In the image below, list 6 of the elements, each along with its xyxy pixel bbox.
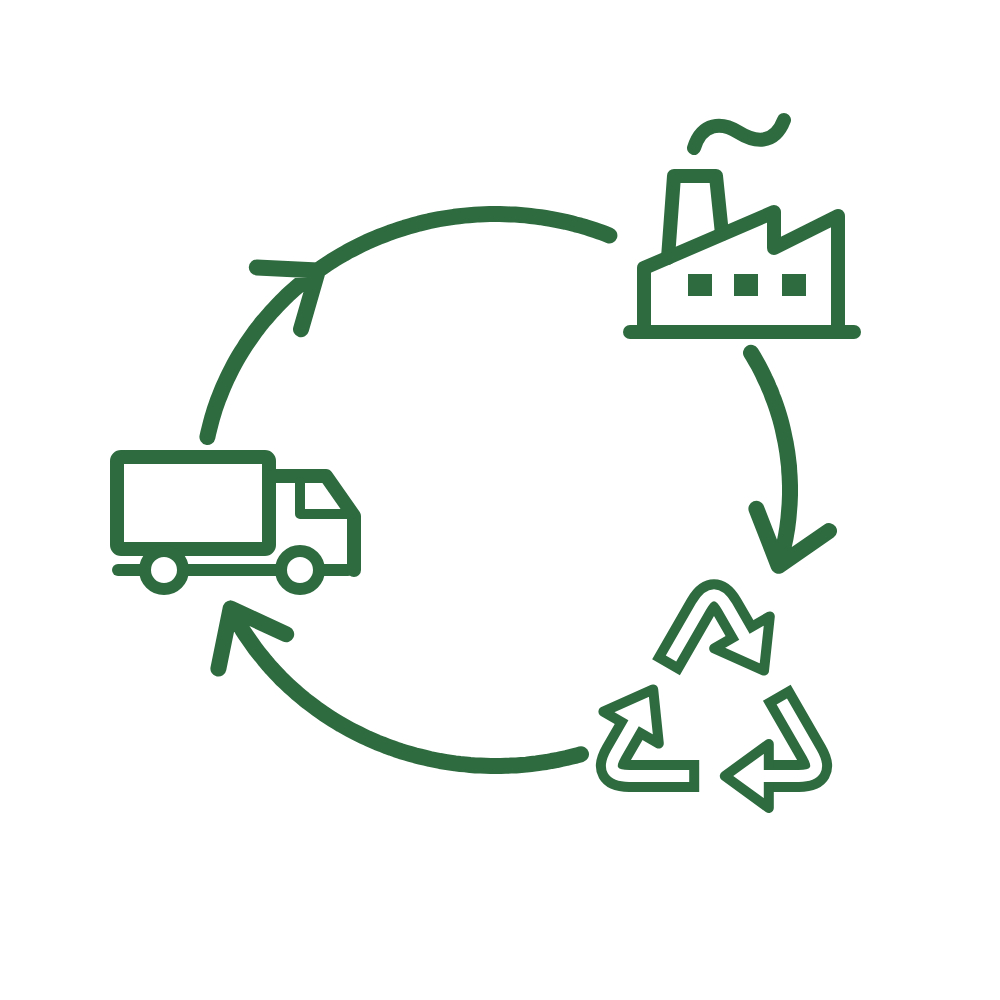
curved-arrow	[743, 344, 837, 574]
recycling-icon	[594, 578, 834, 814]
factory-icon	[622, 112, 862, 340]
curved-arrow	[199, 206, 618, 445]
curved-arrow	[210, 600, 589, 774]
truck-icon	[110, 450, 362, 596]
